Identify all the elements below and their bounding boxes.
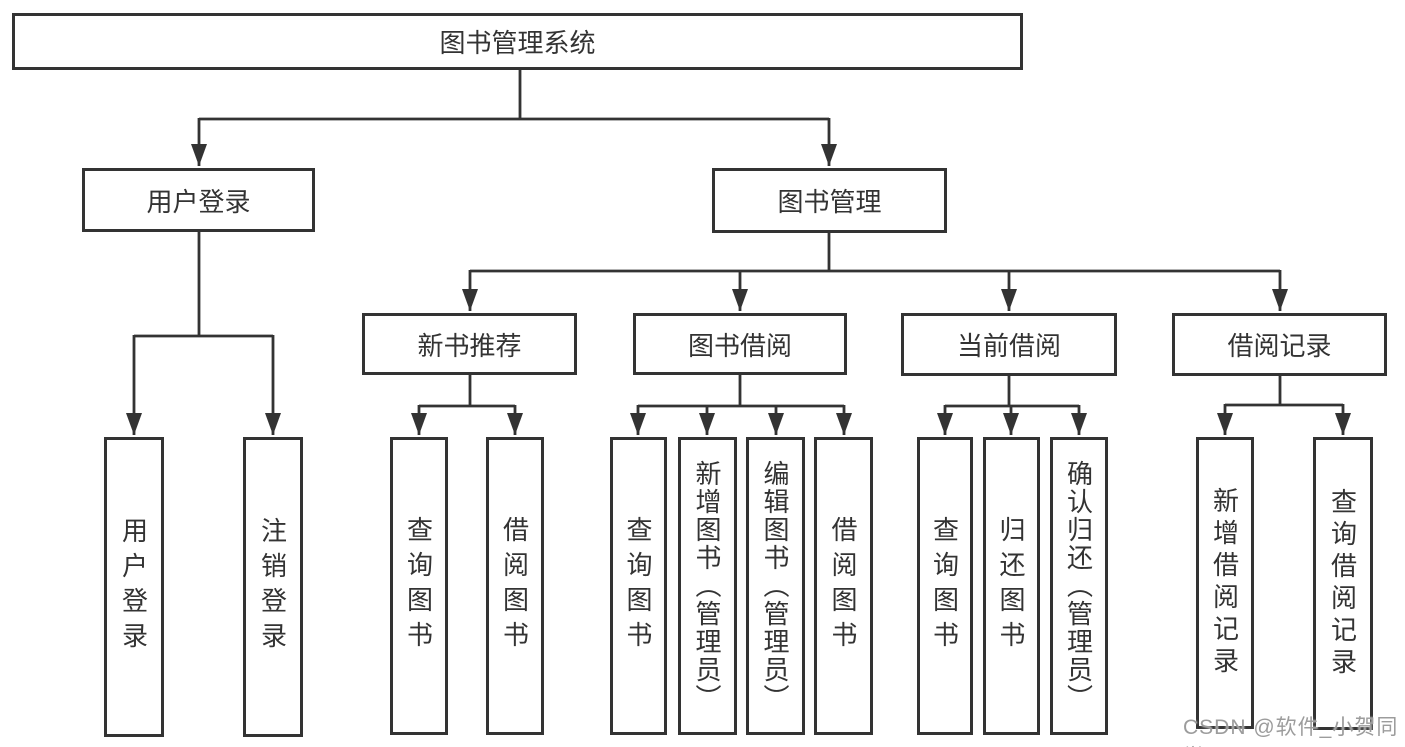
leaf-query-books-current: 查询图书	[917, 437, 973, 735]
node-new-book-recommend: 新书推荐	[362, 313, 577, 375]
leaf-add-borrow-record: 新增借阅记录	[1196, 437, 1254, 729]
connectors-group	[126, 70, 1351, 435]
node-borrow-records: 借阅记录	[1172, 313, 1387, 376]
leaf-query-books-recommend: 查询图书	[390, 437, 448, 735]
leaf-user-login: 用户登录	[104, 437, 164, 737]
node-library-management-system: 图书管理系统	[12, 13, 1023, 70]
leaf-confirm-return-admin: 确认归还（管理员）	[1050, 437, 1108, 735]
leaf-borrow-books-recommend: 借阅图书	[486, 437, 544, 735]
leaf-edit-books-admin: 编辑图书（管理员）	[746, 437, 805, 735]
leaf-query-books-borrow: 查询图书	[610, 437, 667, 735]
node-user-login: 用户登录	[82, 168, 315, 232]
node-book-borrow: 图书借阅	[633, 313, 847, 375]
watermark: CSDN @软件_小贺同学	[1183, 716, 1399, 747]
leaf-query-borrow-record: 查询借阅记录	[1313, 437, 1373, 730]
leaf-return-books: 归还图书	[983, 437, 1040, 735]
leaf-add-books-admin: 新增图书（管理员）	[678, 437, 737, 735]
node-current-borrow: 当前借阅	[901, 313, 1117, 376]
leaf-borrow-books: 借阅图书	[814, 437, 873, 735]
leaf-logout: 注销登录	[243, 437, 303, 737]
node-book-management: 图书管理	[712, 168, 947, 233]
